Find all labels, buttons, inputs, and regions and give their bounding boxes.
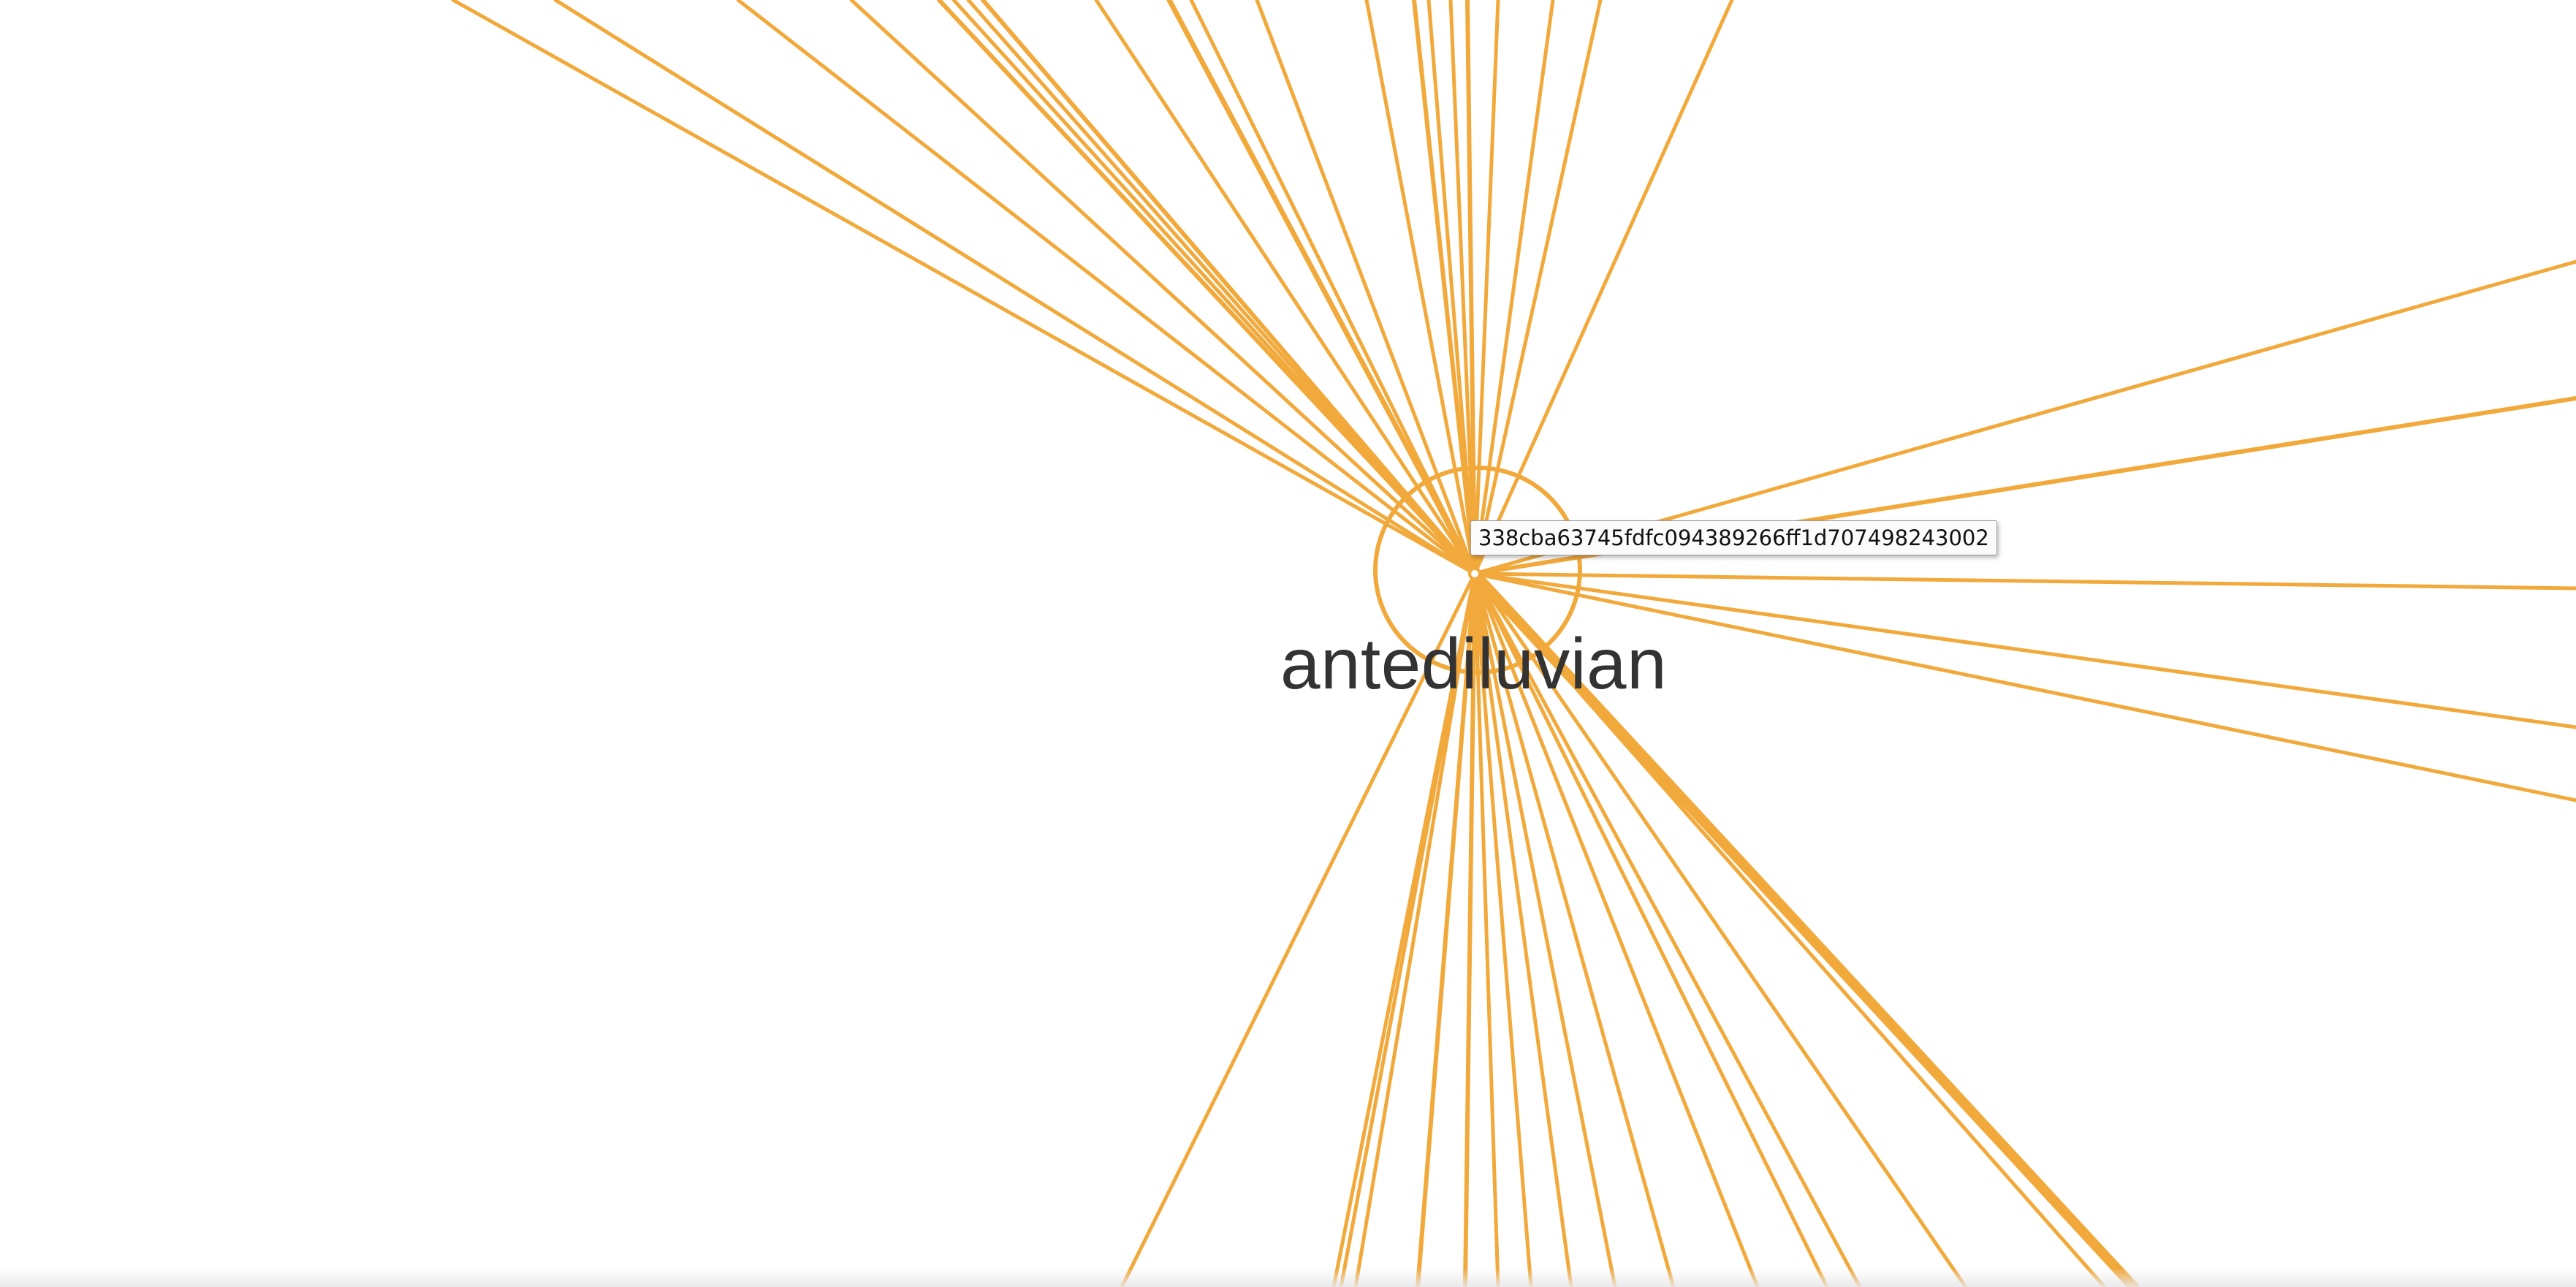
graph-edge	[1465, 0, 1477, 576]
graph-edge	[1470, 569, 2139, 1287]
graph-edge	[1473, 0, 1555, 576]
graph-edge	[553, 0, 1477, 576]
graph-edge	[1255, 0, 1477, 576]
graph-edge	[1473, 572, 2576, 591]
graph-edge	[1473, 572, 1617, 1287]
graph-edge	[1120, 572, 1477, 1287]
graph-edge	[1473, 572, 2576, 802]
graph-edge	[1331, 572, 1477, 1287]
graph-edge	[1473, 572, 1533, 1287]
graph-edge	[1426, 0, 1477, 576]
graph-edge	[1473, 572, 2107, 1287]
graph-edge	[1473, 0, 1603, 576]
graph-edge	[1473, 572, 1862, 1287]
graph-edge	[1473, 0, 1500, 576]
graph-edge	[1448, 0, 1477, 576]
graph-edge	[981, 0, 1477, 576]
node-label: antediluvian	[1280, 623, 1668, 704]
node-circle[interactable]	[1373, 466, 1582, 675]
graph-edge	[1094, 0, 1477, 576]
graph-edge	[1473, 572, 1968, 1287]
graph-edge	[1412, 0, 1477, 576]
graph-edge	[736, 0, 1477, 576]
graph-edge	[1473, 572, 1500, 1287]
graph-edge	[1473, 572, 2576, 729]
graph-edge	[1353, 572, 1477, 1287]
graph-edge	[1473, 572, 1760, 1287]
graph-edge	[1463, 572, 1477, 1287]
graph-edge	[1416, 572, 1477, 1287]
node-hash-tooltip: 338cba63745fdfc094389266ff1d707498243002	[1470, 520, 1997, 555]
graph-edge	[1473, 572, 1573, 1287]
graph-edge	[1189, 0, 1477, 576]
graph-edge	[1364, 0, 1477, 576]
graph-edge	[849, 0, 1477, 576]
graph-edge	[1473, 572, 1676, 1287]
node-hub-point[interactable]	[1468, 567, 1481, 580]
graph-edge	[451, 0, 1477, 576]
graph-edge	[1473, 572, 1829, 1287]
graph-edge	[1166, 0, 1478, 577]
